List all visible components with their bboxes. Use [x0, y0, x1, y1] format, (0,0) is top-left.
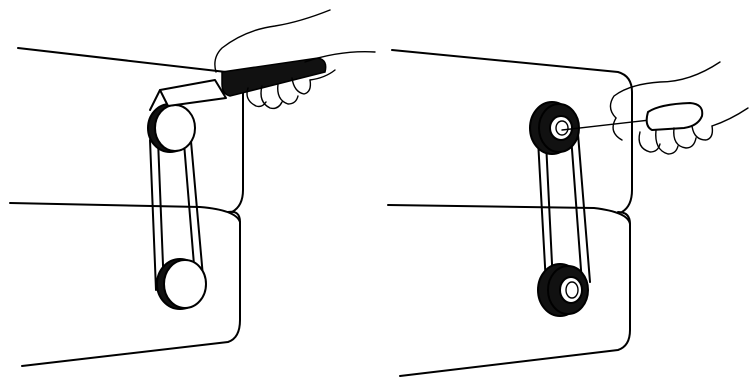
left-lower-pulley	[156, 258, 207, 310]
scraper-tool	[149, 57, 327, 111]
right-upper-pulley	[529, 101, 580, 155]
right-hand	[609, 61, 749, 155]
right-panel	[387, 49, 749, 377]
left-hand	[214, 9, 376, 110]
right-cabinet-outline	[387, 49, 633, 377]
screwdriver-tool	[561, 102, 704, 131]
left-upper-pulley	[147, 103, 196, 153]
left-panel	[9, 9, 376, 367]
right-lower-pulley	[537, 263, 589, 317]
left-belt	[149, 129, 205, 291]
right-belt	[537, 133, 591, 285]
